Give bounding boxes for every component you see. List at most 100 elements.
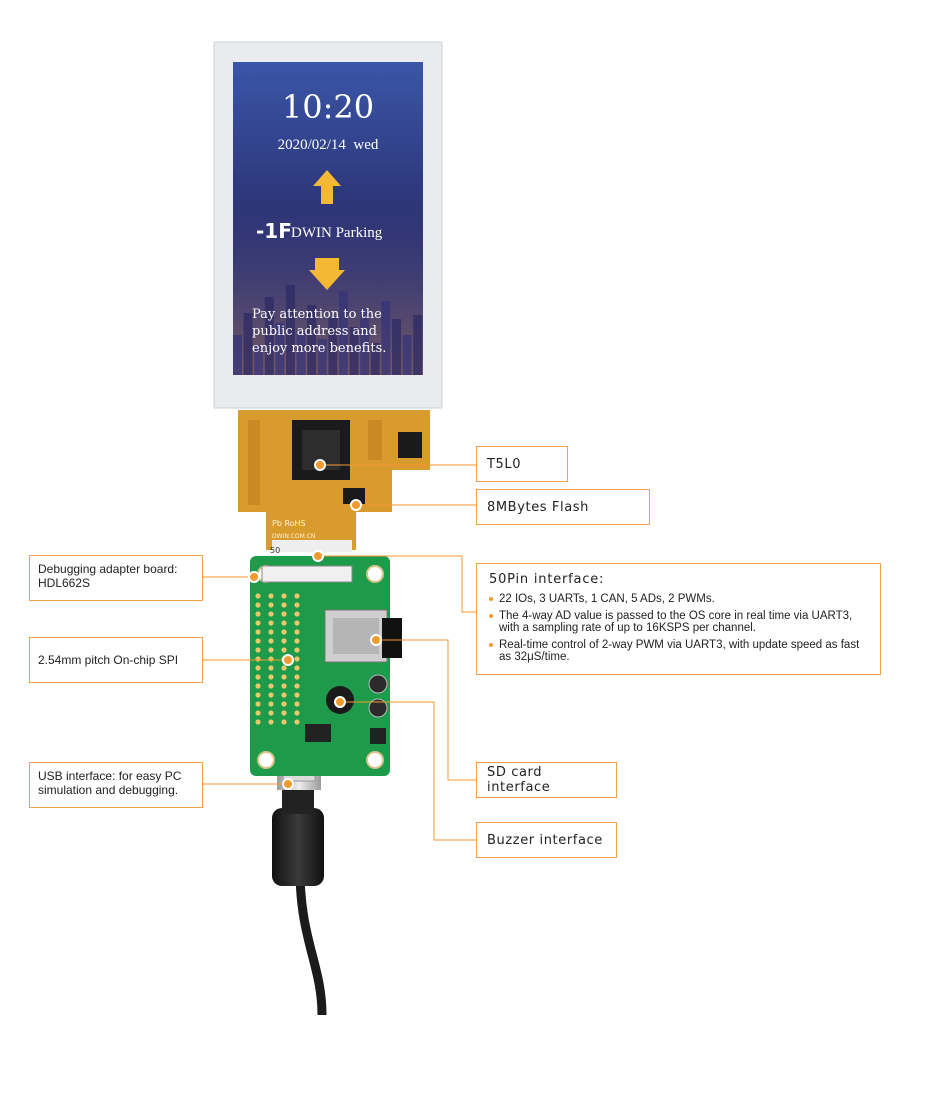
header-pad [294, 602, 300, 608]
header-pad [281, 665, 287, 671]
callout-50pin-title: 50Pin interface: [489, 572, 605, 587]
skyline-building [243, 313, 253, 375]
callout-adapter-board: Debugging adapter board: HDL662S [29, 555, 203, 601]
header-pad [255, 629, 261, 635]
header-pad [294, 656, 300, 662]
skyline-building [381, 301, 391, 375]
skyline-building [233, 335, 242, 375]
header-pad [255, 701, 261, 707]
header-pad [281, 620, 287, 626]
skyline-building [296, 331, 306, 375]
screen-message-line-1: Pay attention to the [252, 307, 382, 322]
header-pad [294, 647, 300, 653]
header-pad [268, 656, 274, 662]
fpc-url-mark: DWIN.COM.CN [272, 533, 315, 540]
callout-sd-card: SD card interface [476, 762, 617, 798]
skyline-building [307, 305, 317, 375]
header-pad [255, 593, 261, 599]
header-pad [268, 665, 274, 671]
callout-spi-label: 2.54mm pitch On-chip SPI [38, 653, 179, 667]
header-pad [268, 647, 274, 653]
usb-cable [295, 869, 327, 1016]
down-arrow-icon [309, 258, 345, 290]
header-pad [255, 674, 261, 680]
skyline-building [349, 327, 359, 375]
header-pad [268, 710, 274, 716]
header-pad [268, 719, 274, 725]
header-pad [281, 692, 287, 698]
header-pad [268, 602, 274, 608]
skyline-building [413, 315, 423, 375]
callout-50pin-bullet: 22 IOs, 3 UARTs, 1 CAN, 5 ADs, 2 PWMs. [489, 593, 868, 606]
skyline-building [392, 319, 401, 375]
callout-50pin-bullet: The 4-way AD value is passed to the OS c… [489, 610, 868, 635]
screen-floor: -1F [256, 219, 292, 243]
callout-t5l0: T5L0 [476, 446, 568, 482]
header-pad [255, 656, 261, 662]
skyline-building [286, 285, 295, 375]
callout-adapter-board-label: Debugging adapter board: HDL662S [38, 562, 178, 590]
skyline-building [317, 339, 327, 375]
header-pad [268, 701, 274, 707]
callout-usb-label: USB interface: for easy PC simulation an… [38, 769, 182, 797]
header-pad [281, 629, 287, 635]
header-pad [294, 674, 300, 680]
spi-header-pads [255, 593, 300, 725]
header-pad [294, 611, 300, 617]
header-pad [255, 602, 261, 608]
skyline-building [328, 317, 338, 375]
header-pad [268, 629, 274, 635]
header-pad [294, 683, 300, 689]
skyline-building [275, 323, 285, 375]
header-pad [281, 638, 287, 644]
skyline-building [254, 345, 264, 375]
header-pad [294, 629, 300, 635]
screen-date: 2020/02/14 wed [278, 137, 379, 153]
header-pad [281, 719, 287, 725]
up-arrow-icon [313, 170, 341, 204]
fpc [238, 410, 430, 552]
skyline-building [370, 343, 380, 375]
header-pad [281, 602, 287, 608]
header-pad [294, 701, 300, 707]
usb-plug-body [272, 808, 324, 886]
header-pad [255, 719, 261, 725]
callout-50pin-interface: 50Pin interface: 22 IOs, 3 UARTs, 1 CAN,… [476, 563, 881, 675]
fpc-rohs-mark: Pb RoHS [272, 519, 306, 528]
header-pad [268, 683, 274, 689]
callout-buzzer-label: Buzzer interface [487, 832, 603, 848]
city-skyline [233, 285, 423, 375]
screen-message-line-3: enjoy more benefits. [252, 341, 386, 356]
callout-flash-label: 8MBytes Flash [487, 499, 589, 515]
header-pad [294, 710, 300, 716]
header-pad [255, 620, 261, 626]
header-pad [281, 593, 287, 599]
header-pad [281, 710, 287, 716]
callout-t5l0-label: T5L0 [487, 456, 522, 472]
header-pad [255, 692, 261, 698]
callout-50pin-bullet: Real-time control of 2-way PWM via UART3… [489, 639, 868, 664]
header-pad [268, 620, 274, 626]
callout-sd-card-label: SD card interface [487, 765, 551, 795]
header-pad [294, 719, 300, 725]
header-pad [255, 647, 261, 653]
header-pad [255, 665, 261, 671]
header-pad [294, 620, 300, 626]
header-pad [255, 611, 261, 617]
header-pad [281, 701, 287, 707]
header-pad [268, 611, 274, 617]
skyline-building [264, 297, 274, 375]
header-pad [255, 638, 261, 644]
header-pad [294, 593, 300, 599]
callout-50pin-bullets: 22 IOs, 3 UARTs, 1 CAN, 5 ADs, 2 PWMs. T… [489, 593, 868, 664]
header-pad [281, 683, 287, 689]
header-pad [268, 638, 274, 644]
header-pad [255, 683, 261, 689]
header-pad [281, 674, 287, 680]
connector-pin-number: 50 [270, 546, 280, 555]
header-pad [268, 674, 274, 680]
header-pad [294, 692, 300, 698]
screen-message-line-2: public address and [252, 324, 377, 339]
skyline-building [402, 335, 412, 375]
